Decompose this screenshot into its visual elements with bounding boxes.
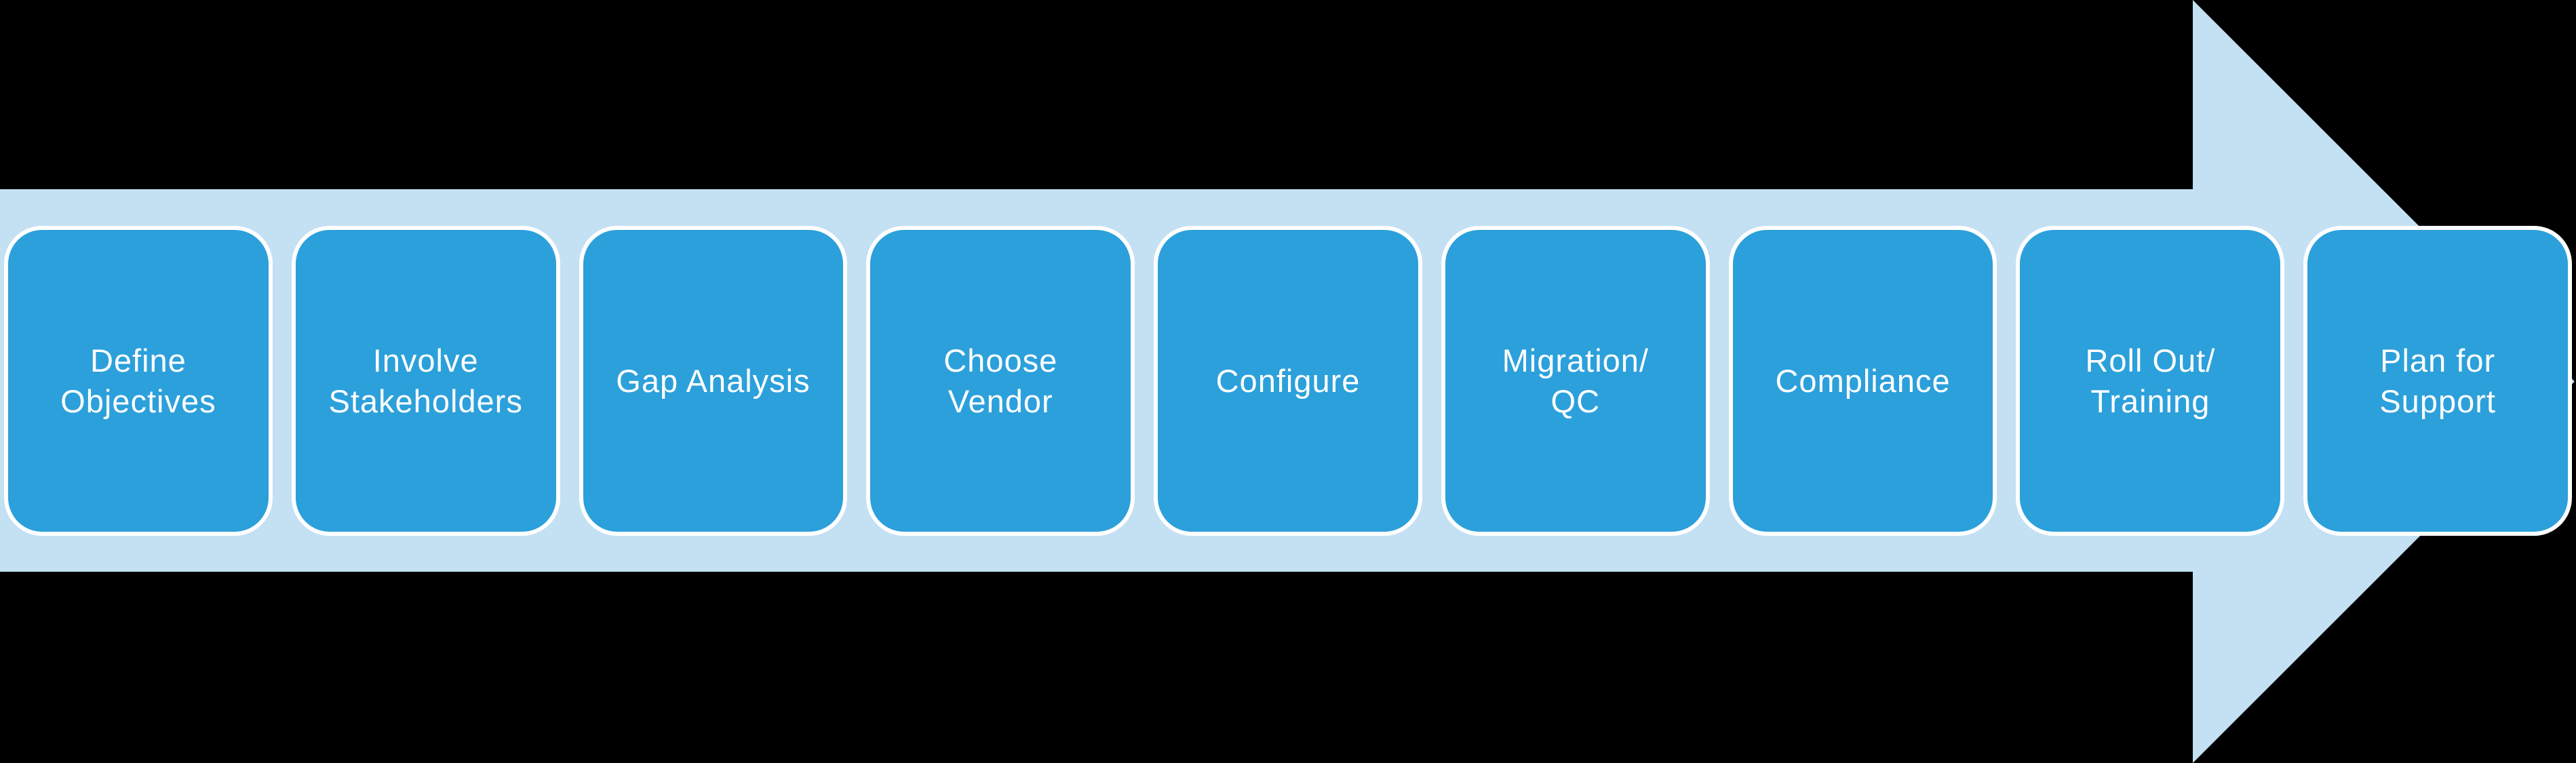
step-roll-out-training: Roll Out/ Training	[2016, 226, 2285, 536]
step-choose-vendor: Choose Vendor	[866, 226, 1135, 536]
step-plan-for-support: Plan for Support	[2303, 226, 2573, 536]
step-label: Roll Out/ Training	[2085, 342, 2216, 419]
step-label: Involve Stakeholders	[328, 342, 523, 419]
step-label: Gap Analysis	[616, 362, 811, 399]
step-label: Define Objectives	[60, 342, 216, 419]
step-migration-qc: Migration/ QC	[1441, 226, 1710, 536]
step-label: Configure	[1215, 362, 1361, 399]
steps-row: Define Objectives Involve Stakeholders G…	[4, 226, 2573, 536]
step-label: Compliance	[1775, 362, 1951, 399]
step-label: Plan for Support	[2379, 342, 2496, 419]
step-involve-stakeholders: Involve Stakeholders	[291, 226, 560, 536]
step-label: Migration/ QC	[1502, 342, 1649, 419]
step-compliance: Compliance	[1728, 226, 1997, 536]
step-gap-analysis: Gap Analysis	[579, 226, 848, 536]
step-configure: Configure	[1154, 226, 1422, 536]
step-define-objectives: Define Objectives	[4, 226, 273, 536]
step-label: Choose Vendor	[943, 342, 1058, 419]
